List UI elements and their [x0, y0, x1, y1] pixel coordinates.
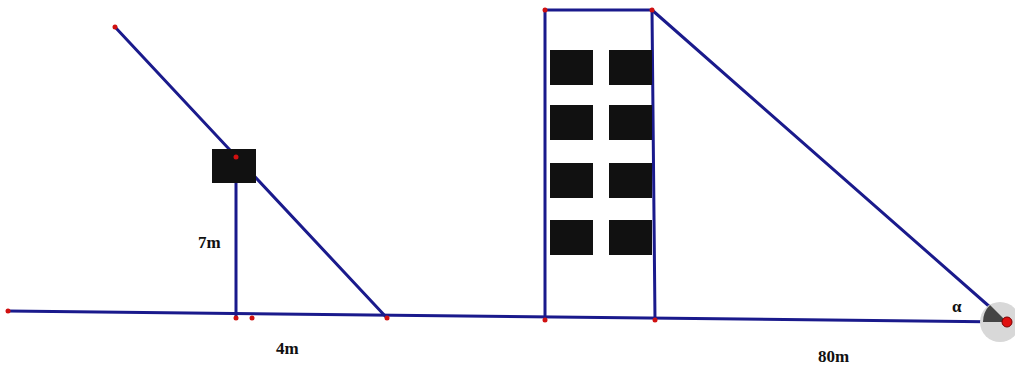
observer-halo	[980, 302, 1015, 342]
distance-dimension: 4m	[276, 340, 299, 357]
points	[6, 8, 658, 323]
light-ray	[115, 27, 387, 318]
lamp	[212, 149, 256, 183]
building-outline	[545, 10, 655, 320]
height-dimension: 7m	[198, 234, 221, 251]
distance-dimension: 80m	[818, 348, 849, 365]
sight-line	[652, 10, 1007, 322]
windows	[550, 50, 652, 255]
observer-point	[1002, 317, 1012, 327]
angle-label: α	[952, 298, 962, 315]
ground-line	[8, 311, 1007, 322]
